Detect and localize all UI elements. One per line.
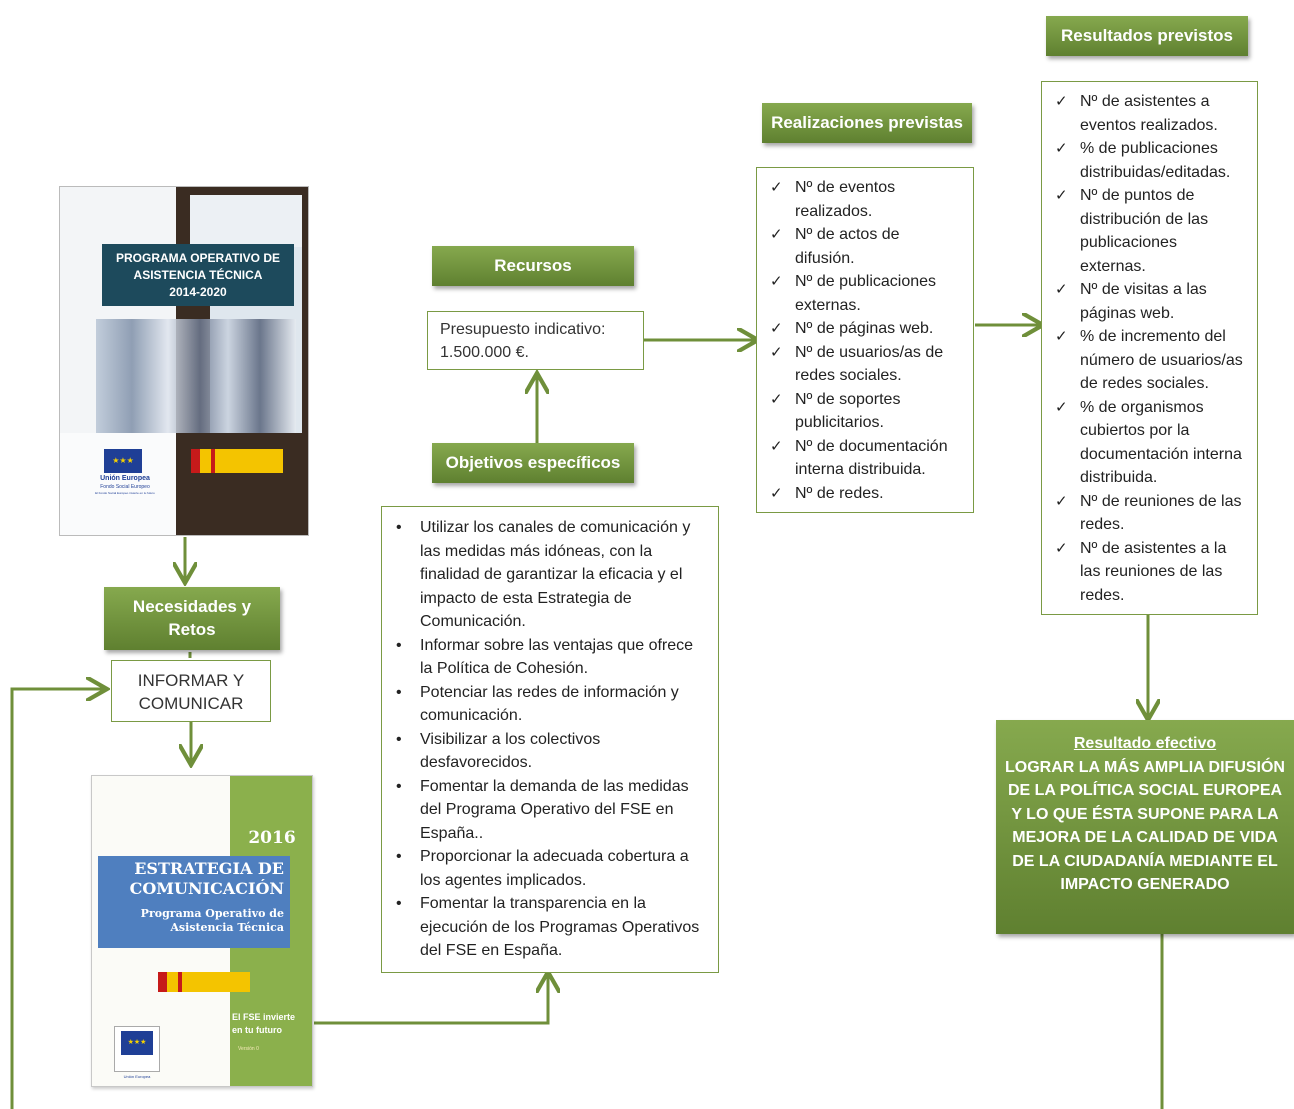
cover-eu-tiny: El Fondo Social Europeo invierte en tu f… [95, 491, 155, 495]
cover2-slogan-line1: El FSE invierte [232, 1012, 296, 1022]
cover-eu-sub: Fondo Social Europeo [100, 484, 150, 490]
outputs-box: Nº de eventos realizados. Nº de actos de… [756, 167, 974, 513]
budget-box: Presupuesto indicativo: 1.500.000 €. [427, 311, 644, 370]
needs-line2: Retos [168, 619, 216, 639]
objective-item: Utilizar los canales de comunicación y l… [382, 516, 700, 634]
effective-result-heading: Resultado efectivo [1073, 735, 1217, 752]
cover2-slogan-line2: en tu futuro [232, 1025, 282, 1035]
objectives-box: Utilizar los canales de comunicación y l… [381, 506, 719, 973]
results-list: Nº de asistentes a eventos realizados. %… [1042, 90, 1247, 607]
output-item: Nº de eventos realizados. [757, 176, 961, 223]
output-item: Nº de publicaciones externas. [757, 270, 961, 317]
cover2-year: 2016 [248, 828, 296, 848]
output-item: Nº de redes. [757, 482, 961, 506]
resources-label: Recursos [432, 246, 634, 286]
cover2-subtitle-line2: Asistencia Técnica [170, 921, 284, 934]
result-item: Nº de reuniones de las redes. [1042, 490, 1247, 537]
eu-flag-icon: ★★★ [104, 449, 142, 473]
inform-line2: COMUNICAR [138, 694, 244, 713]
effective-result-box: Resultado efectivo LOGRAR LA MÁS AMPLIA … [996, 720, 1294, 934]
output-item: Nº de actos de difusión. [757, 223, 961, 270]
cover-title-line1: PROGRAMA OPERATIVO DE [115, 251, 280, 265]
cover2-eu-label: Unión Europea [123, 1074, 151, 1079]
result-item: Nº de asistentes a eventos realizados. [1042, 90, 1247, 137]
ministry-logo-2 [158, 972, 250, 992]
arrow-cover2-to-objectives [314, 975, 548, 1025]
cover-title-band: PROGRAMA OPERATIVO DE ASISTENCIA TÉCNICA… [102, 244, 294, 306]
cover2-title-line1: ESTRATEGIA DE [134, 859, 284, 878]
result-item: Nº de puntos de distribución de las publ… [1042, 184, 1247, 278]
output-item: Nº de páginas web. [757, 317, 961, 341]
result-item: Nº de visitas a las páginas web. [1042, 278, 1247, 325]
objective-item: Fomentar la demanda de las medidas del P… [382, 775, 700, 846]
objectives-list: Utilizar los canales de comunicación y l… [382, 516, 700, 963]
arrow-loop-to-inform [10, 689, 104, 1109]
output-item: Nº de soportes publicitarios. [757, 388, 961, 435]
objectives-label: Objetivos específicos [432, 443, 634, 483]
objective-item: Proporcionar la adecuada cobertura a los… [382, 845, 700, 892]
cover2-subtitle-line1: Programa Operativo de [140, 907, 284, 920]
inform-communicate-box: INFORMAR Y COMUNICAR [111, 660, 271, 722]
cover2-title-line2: COMUNICACIÓN [129, 879, 284, 898]
objective-item: Informar sobre las ventajas que ofrece l… [382, 634, 700, 681]
output-item: Nº de documentación interna distribuida. [757, 435, 961, 482]
outputs-label: Realizaciones previstas [762, 103, 972, 143]
budget-line2: 1.500.000 €. [440, 344, 529, 361]
outputs-list: Nº de eventos realizados. Nº de actos de… [757, 176, 961, 505]
results-label: Resultados previstos [1046, 16, 1248, 56]
cover2-title-band: ESTRATEGIA DE COMUNICACIÓN Programa Oper… [98, 856, 290, 948]
budget-line1: Presupuesto indicativo: [440, 321, 606, 338]
cover-photo [96, 319, 296, 433]
eu-flag-icon-2: ★★★ [114, 1026, 160, 1072]
cover-estrategia-comunicacion: 2016 ESTRATEGIA DE COMUNICACIÓN Programa… [91, 775, 313, 1087]
output-item: Nº de usuarios/as de redes sociales. [757, 341, 961, 388]
results-box: Nº de asistentes a eventos realizados. %… [1041, 81, 1258, 615]
result-item: % de organismos cubiertos por la documen… [1042, 396, 1247, 490]
cover2-version: Versión 0 [238, 1046, 259, 1052]
cover-eu-label: Unión Europea [100, 475, 150, 482]
cover-years: 2014-2020 [169, 285, 227, 299]
ministry-logo [191, 449, 283, 473]
cover-programa-operativo: PROGRAMA OPERATIVO DE ASISTENCIA TÉCNICA… [59, 186, 309, 536]
result-item: Nº de asistentes a la las reuniones de l… [1042, 537, 1247, 608]
result-item: % de publicaciones distribuidas/editadas… [1042, 137, 1247, 184]
effective-result-text: LOGRAR LA MÁS AMPLIA DIFUSIÓN DE LA POLÍ… [1005, 758, 1285, 894]
needs-and-challenges-label: Necesidades y Retos [104, 587, 280, 650]
cover-title-line2: ASISTENCIA TÉCNICA [133, 268, 263, 282]
objective-item: Visibilizar a los colectivos desfavoreci… [382, 728, 700, 775]
result-item: % de incremento del número de usuarios/a… [1042, 325, 1247, 396]
needs-line1: Necesidades y [132, 596, 252, 616]
objective-item: Potenciar las redes de información y com… [382, 681, 700, 728]
inform-line1: INFORMAR Y [137, 671, 245, 690]
cover-light-panel [190, 195, 302, 247]
objective-item: Fomentar la transparencia en la ejecució… [382, 892, 700, 963]
